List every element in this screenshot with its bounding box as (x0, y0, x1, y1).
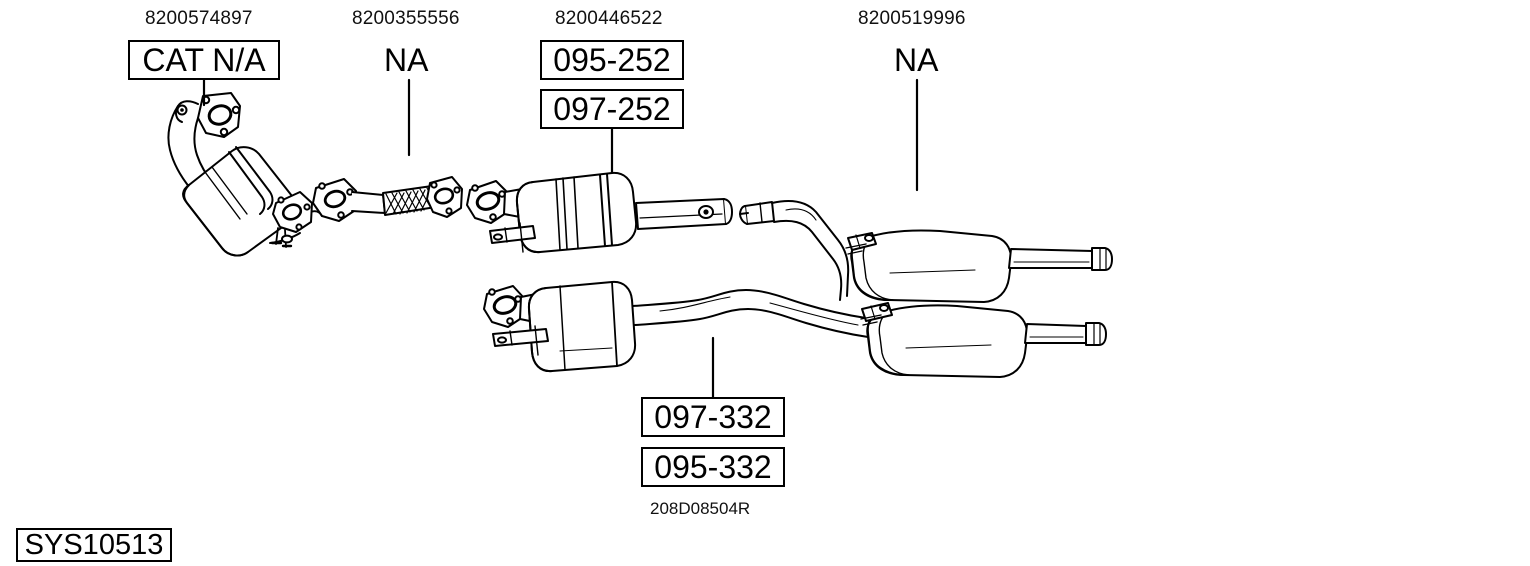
leader-lines (202, 78, 919, 399)
na-label: NA (384, 42, 429, 78)
rear-silencer-lower-graphic (860, 302, 1107, 378)
rear-pipe-upper-graphic (739, 200, 850, 301)
part-number-label: 8200519996 (858, 8, 966, 29)
flex-pipe-graphic (312, 176, 463, 222)
code-box-097-252: 097-252 (540, 89, 684, 129)
part-number-label: 8200574897 (145, 8, 253, 29)
part-number-label: 8200355556 (352, 8, 460, 29)
center-silencer-lower-graphic (483, 280, 869, 373)
code-box-095-252: 095-252 (540, 40, 684, 80)
catalytic-converter-graphic (167, 92, 323, 257)
system-code-label: SYS10513 (16, 528, 172, 562)
oem-code-label: 208D08504R (650, 499, 751, 518)
na-label: NA (894, 42, 939, 78)
rear-silencer-upper-graphic (845, 229, 1113, 303)
code-box-cat: CAT N/A (128, 40, 280, 80)
code-box-097-332: 097-332 (641, 397, 785, 437)
code-box-095-332: 095-332 (641, 447, 785, 487)
part-number-label: 8200446522 (555, 8, 663, 29)
center-catalyst-graphic (466, 171, 733, 254)
